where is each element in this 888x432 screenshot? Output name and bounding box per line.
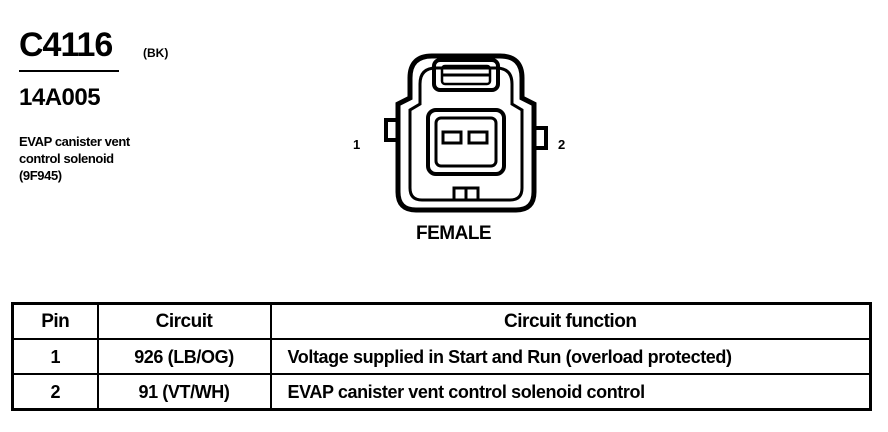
description-line-2: control solenoid [19,151,114,166]
row-pin: 2 [11,373,99,411]
row-function: Voltage supplied in Start and Run (overl… [269,338,872,375]
header-pin: Pin [11,302,99,340]
pin-2-label: 2 [558,137,566,152]
description-line-3: (9F945) [19,168,62,183]
terminal-insert-inner [434,116,498,168]
component-description: EVAP canister vent control solenoid (9F9… [19,133,130,184]
row-pin: 1 [11,338,99,375]
table-row: 2 91 (VT/WH) EVAP canister vent control … [11,373,872,411]
part-number: 14A005 [19,84,101,111]
row-function: EVAP canister vent control solenoid cont… [269,373,872,411]
connector-housing-outer [395,53,537,213]
header-circuit-function: Circuit function [269,302,872,340]
pinout-table: Pin Circuit Circuit function 1 926 (LB/O… [11,302,872,411]
terminal-cavity-1 [441,130,463,145]
row-circuit: 926 (LB/OG) [96,338,272,375]
description-line-1: EVAP canister vent [19,134,130,149]
locking-latch [432,58,500,92]
connector-id-underline [19,70,119,72]
header-circuit: Circuit [96,302,272,340]
connector-color-code: (BK) [143,46,169,60]
connector-id: C4116 [19,26,113,64]
side-key-right [534,126,548,150]
terminal-insert [426,108,506,176]
row-circuit: 91 (VT/WH) [96,373,272,411]
table-row: 1 926 (LB/OG) Voltage supplied in Start … [11,338,872,375]
side-key-left [384,118,398,142]
table-header-row: Pin Circuit Circuit function [11,302,872,340]
terminal-cavity-2 [467,130,489,145]
pin-1-label: 1 [353,137,361,152]
connector-face-diagram [384,53,548,213]
connector-gender-label: FEMALE [416,223,492,244]
